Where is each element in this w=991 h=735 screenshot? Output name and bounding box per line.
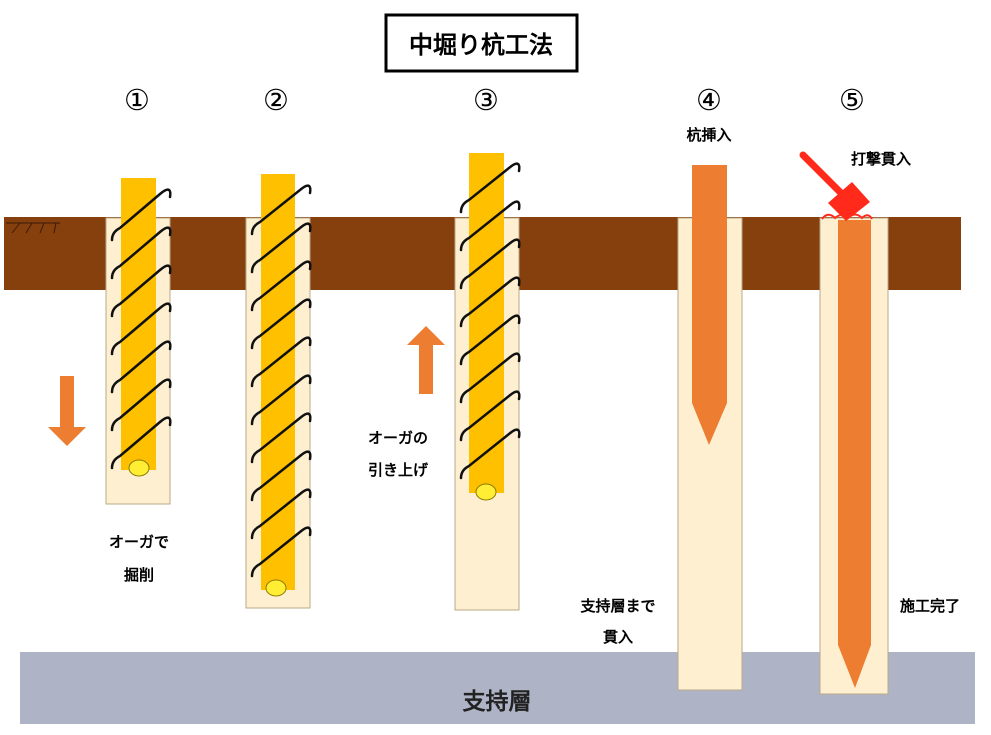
auger-spiral-2 (250, 184, 312, 578)
label-step1-line1: オーガで (109, 533, 169, 551)
label-step4-bottom-line2: 貫入 (603, 628, 633, 646)
label-step4-top: 杭挿入 (686, 126, 731, 144)
step-number-1: ① (124, 83, 150, 117)
step-number-5: ⑤ (839, 83, 865, 117)
label-step5-bottom: 施工完了 (900, 597, 960, 615)
auger-rod-3 (469, 153, 504, 493)
pile-5 (838, 220, 871, 688)
auger-spiral-3 (459, 162, 521, 480)
page-title: 中堀り杭工法 (409, 31, 553, 59)
step-number-4: ④ (696, 83, 722, 117)
label-step5-top: 打撃貫入 (851, 150, 911, 168)
step-number-2: ② (263, 83, 289, 117)
hammer-icon (799, 151, 873, 221)
title-box (384, 13, 579, 73)
label-step3-line2: 引き上げ (368, 461, 429, 479)
pile-4 (692, 165, 727, 445)
label-step4-bottom-line1: 支持層まで (579, 597, 655, 615)
label-step3-line1: オーガの (368, 429, 428, 447)
down-arrow-icon (48, 376, 86, 446)
label-bearing-layer: 支持層 (462, 689, 532, 715)
step-number-3: ③ (473, 83, 499, 117)
drill-bit-2 (265, 579, 287, 597)
auger-spiral-1 (110, 188, 172, 470)
drill-bit-3 (475, 483, 497, 501)
bearing-layer (20, 652, 975, 724)
up-arrow-icon (407, 326, 445, 394)
label-step1-line2: 掘削 (124, 566, 154, 584)
soil-hatch (6, 222, 60, 234)
auger-rod-1 (121, 178, 156, 470)
drill-bit-1 (128, 459, 150, 477)
